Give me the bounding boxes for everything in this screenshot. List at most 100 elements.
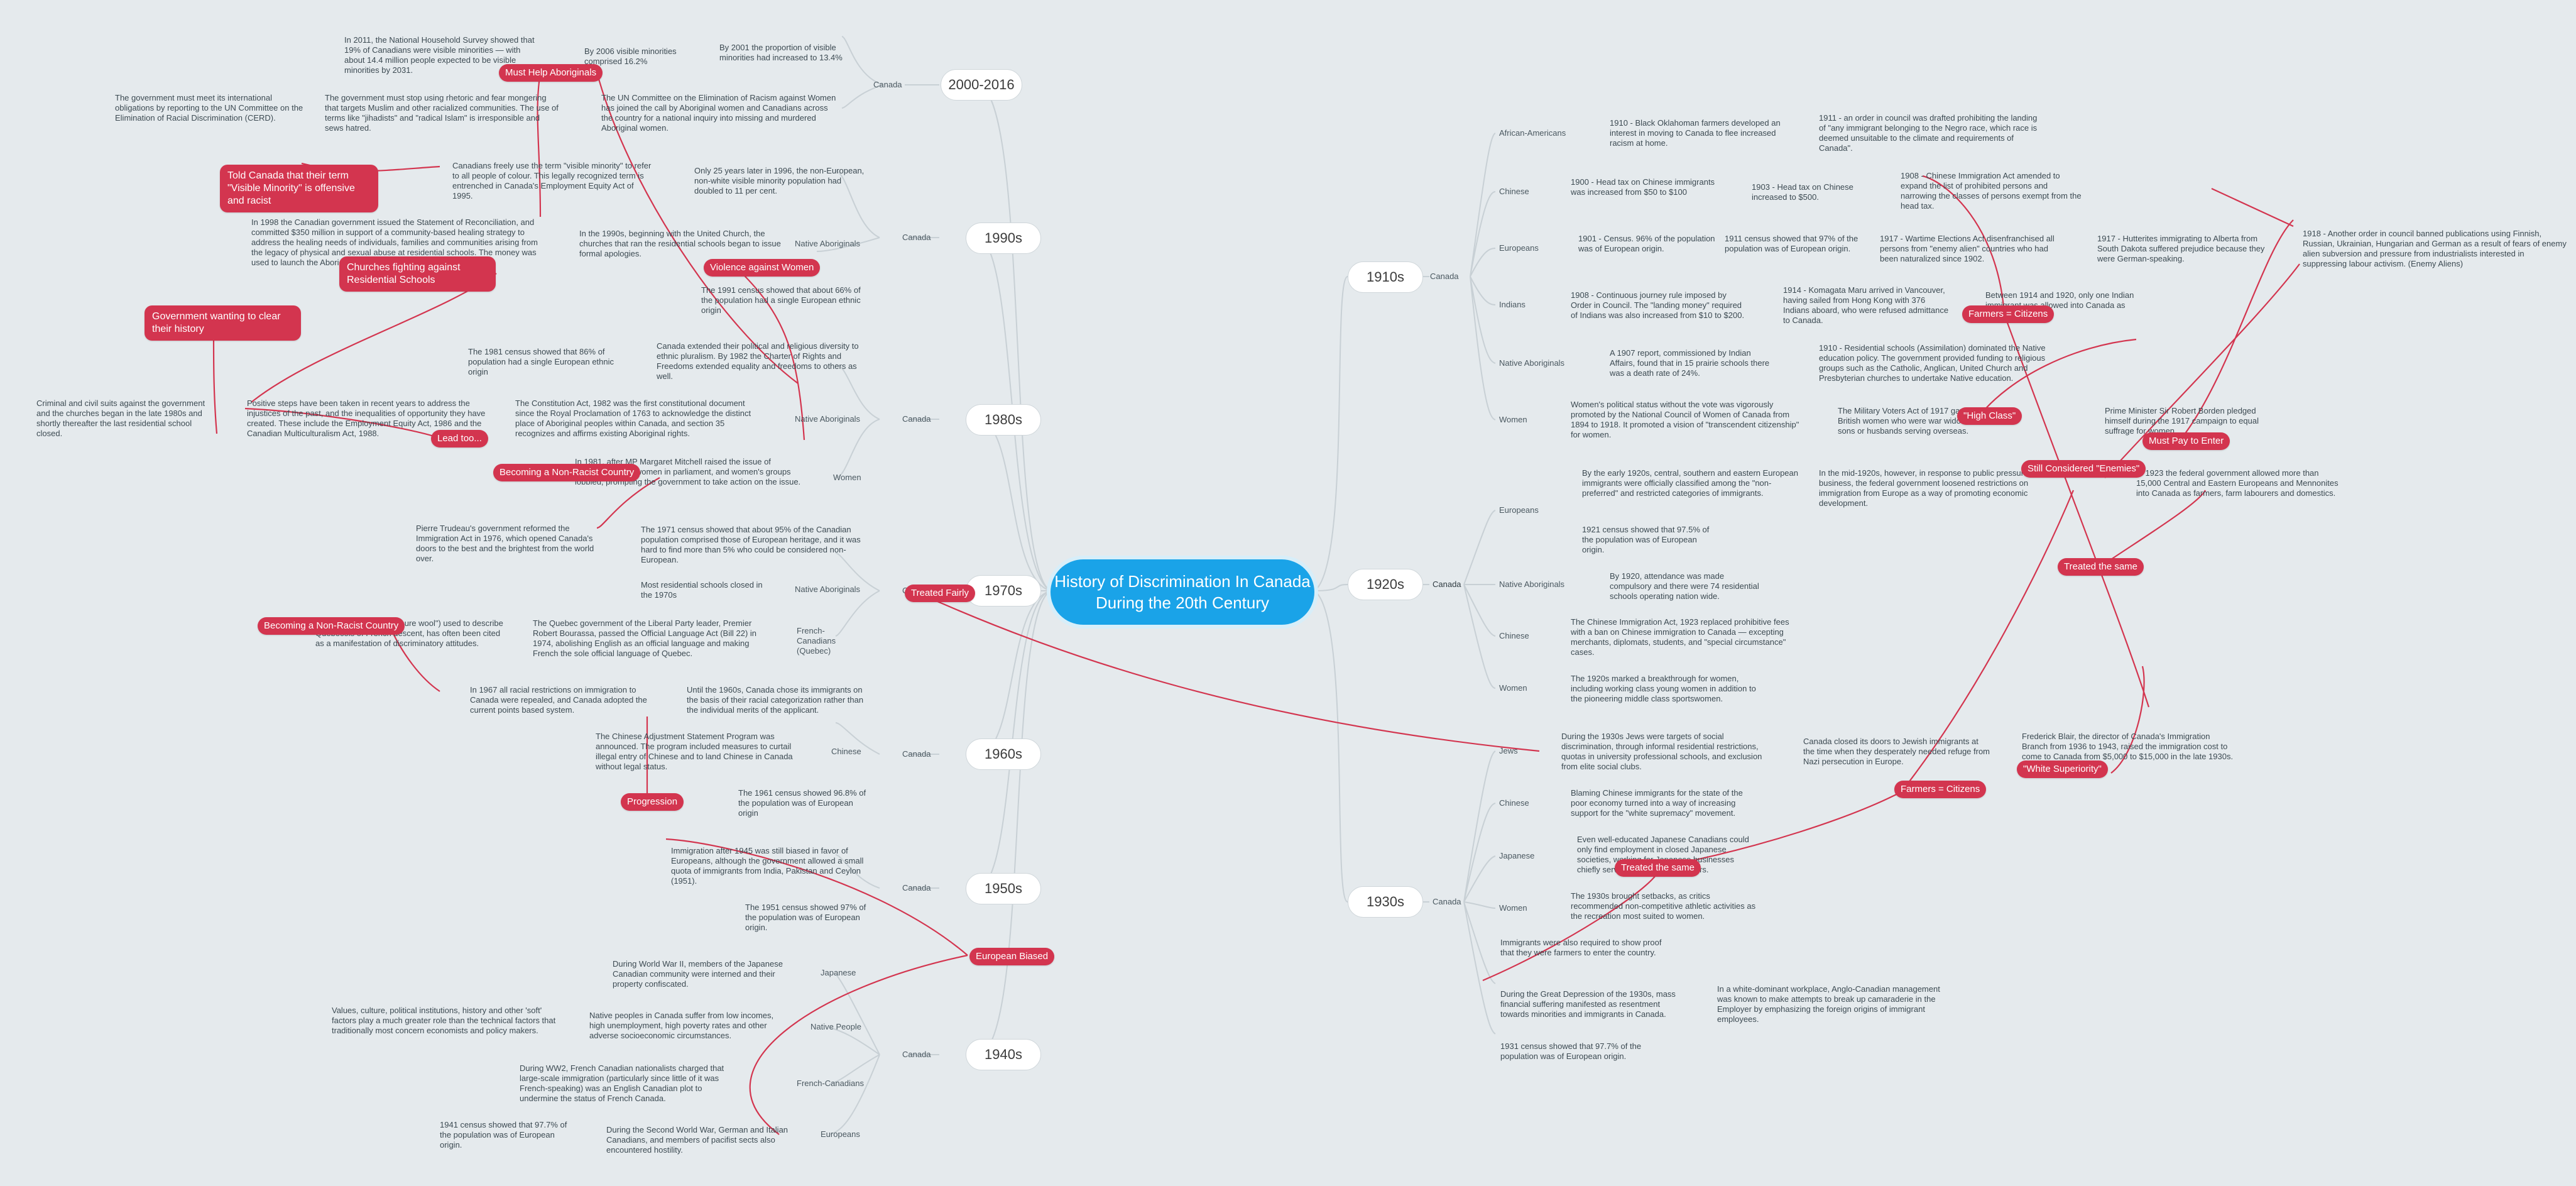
note-blair[interactable]: Frederick Blair, the director of Canada'… (2022, 732, 2234, 761)
note-1901-census[interactable]: 1901 - Census. 96% of the population was… (1578, 234, 1715, 253)
category-japanese[interactable]: Japanese (1499, 851, 1535, 860)
category-french-canadians-quebec[interactable]: French-Canadians (Quebec) (797, 626, 836, 656)
note-1931-census[interactable]: 1931 census showed that 97.7% of the pop… (1500, 1041, 1642, 1061)
relationship-european-biased[interactable]: European Biased (969, 948, 1055, 965)
relationship-white-superiority[interactable]: "White Superiority" (2017, 760, 2108, 778)
decade-1940s[interactable]: 1940s (966, 1039, 1041, 1070)
decade-1950s[interactable]: 1950s (966, 873, 1041, 904)
category-canada[interactable]: Canada (902, 883, 931, 892)
note-chinese-act-1908[interactable]: 1908 - Chinese Immigration Act amended t… (1901, 171, 2082, 211)
relationship-government-clear-history[interactable]: Government wanting to clear their histor… (145, 305, 301, 341)
category-indians[interactable]: Indians (1499, 300, 1525, 309)
note-borden[interactable]: Prime Minister Sir Robert Borden pledged… (2105, 406, 2259, 436)
category-canada[interactable]: Canada (902, 414, 931, 424)
note-1961-census[interactable]: The 1961 census showed 96.8% of the popu… (738, 788, 866, 818)
note-2001[interactable]: By 2001 the proportion of visible minori… (719, 43, 843, 62)
note-1920s-women[interactable]: The 1920s marked a breakthrough for wome… (1571, 674, 1756, 703)
category-women[interactable]: Women (833, 473, 861, 482)
note-japanese-internment[interactable]: During World War II, members of the Japa… (613, 959, 783, 989)
note-1971-census[interactable]: The 1971 census showed that about 95% of… (641, 525, 861, 564)
note-rhetoric[interactable]: The government must stop using rhetoric … (325, 93, 559, 133)
category-chinese[interactable]: Chinese (831, 747, 861, 756)
relationship-treated-the-same-1930s[interactable]: Treated the same (1615, 859, 1701, 877)
note-un-women[interactable]: The UN Committee on the Elimination of R… (601, 93, 836, 133)
category-jews[interactable]: Jews (1499, 746, 1518, 755)
decade-1980s[interactable]: 1980s (966, 404, 1041, 436)
decade-1990s[interactable]: 1990s (966, 222, 1041, 254)
note-1910-schools[interactable]: 1910 - Residential schools (Assimilation… (1819, 343, 2046, 383)
note-positive-steps[interactable]: Positive steps have been taken in recent… (247, 398, 486, 438)
note-farmers-proof[interactable]: Immigrants were also required to show pr… (1500, 938, 1662, 957)
note-1930s-jews[interactable]: During the 1930s Jews were targets of so… (1561, 732, 1762, 771)
category-native-aboriginals[interactable]: Native Aboriginals (1499, 579, 1565, 589)
note-continuous-journey[interactable]: 1908 - Continuous journey rule imposed b… (1571, 290, 1745, 320)
category-canada[interactable]: Canada (873, 80, 902, 89)
category-chinese[interactable]: Chinese (1499, 187, 1529, 196)
note-exclusion-act[interactable]: The Chinese Immigration Act, 1923 replac… (1571, 617, 1789, 657)
category-chinese[interactable]: Chinese (1499, 631, 1529, 640)
decade-1910s[interactable]: 1910s (1348, 261, 1423, 293)
note-soft-factors[interactable]: Values, culture, political institutions,… (332, 1006, 556, 1035)
decade-1930s[interactable]: 1930s (1348, 886, 1423, 918)
category-canada[interactable]: Canada (1433, 897, 1461, 906)
relationship-becoming-non-racist-1970s[interactable]: Becoming a Non-Racist Country (258, 617, 405, 635)
category-canada[interactable]: Canada (902, 1050, 931, 1059)
note-2011-survey[interactable]: In 2011, the National Household Survey s… (344, 35, 535, 75)
relationship-farmers-citizens-1930s[interactable]: Farmers = Citizens (1894, 781, 1987, 798)
note-jewish-refugees[interactable]: Canada closed its doors to Jewish immigr… (1803, 737, 1990, 766)
note-trudeau[interactable]: Pierre Trudeau's government reformed the… (416, 524, 594, 563)
note-schools-closed[interactable]: Most residential schools closed in the 1… (641, 580, 763, 600)
note-1921-census[interactable]: 1921 census showed that 97.5% of the pop… (1582, 525, 1710, 554)
note-blaming-chinese[interactable]: Blaming Chinese immigrants for the state… (1571, 788, 1743, 818)
category-canada[interactable]: Canada (902, 233, 931, 242)
note-1941-census[interactable]: 1941 census showed that 97.7% of the pop… (440, 1120, 567, 1150)
note-visible-minority-term[interactable]: Canadians freely use the term "visible m… (452, 161, 652, 200)
note-united-church[interactable]: In the 1990s, beginning with the United … (579, 229, 781, 258)
note-bill-22[interactable]: The Quebec government of the Liberal Par… (533, 618, 757, 658)
note-1945-immigration[interactable]: Immigration after 1945 was still biased … (671, 846, 864, 886)
note-1981-census[interactable]: The 1981 census showed that 86% of popul… (468, 347, 614, 376)
category-native-people[interactable]: Native People (810, 1022, 861, 1031)
note-un-reporting[interactable]: The government must meet its internation… (115, 93, 303, 123)
note-1923-mennonites[interactable]: In 1923 the federal government allowed m… (2136, 468, 2339, 498)
note-ww2-germans[interactable]: During the Second World War, German and … (606, 1125, 789, 1155)
note-1967[interactable]: In 1967 all racial restrictions on immig… (470, 685, 647, 715)
relationship-treated-the-same-1920s[interactable]: Treated the same (2058, 558, 2144, 576)
note-head-tax-1900[interactable]: 1900 - Head tax on Chinese immigrants wa… (1571, 177, 1715, 197)
category-europeans[interactable]: Europeans (1499, 505, 1539, 515)
note-1991-census[interactable]: The 1991 census showed that about 66% of… (701, 285, 861, 315)
relationship-churches-fighting[interactable]: Churches fighting against Residential Sc… (339, 256, 496, 292)
note-wartime-elections-act[interactable]: 1917 - Wartime Elections Act disenfranch… (1880, 234, 2055, 263)
note-1996[interactable]: Only 25 years later in 1996, the non-Eur… (694, 166, 865, 195)
note-1920-attendance[interactable]: By 1920, attendance was made compulsory … (1610, 571, 1759, 601)
category-canada[interactable]: Canada (1433, 579, 1461, 589)
decade-1970s[interactable]: 1970s (966, 575, 1041, 607)
relationship-violence-against-women[interactable]: Violence against Women (704, 259, 821, 277)
category-europeans[interactable]: Europeans (821, 1129, 860, 1139)
note-head-tax-1903[interactable]: 1903 - Head tax on Chinese increased to … (1752, 182, 1853, 202)
note-1951-census[interactable]: The 1951 census showed 97% of the popula… (745, 903, 866, 932)
note-komagata-maru[interactable]: 1914 - Komagata Maru arrived in Vancouve… (1783, 285, 1949, 325)
relationship-farmers-citizens-1910s[interactable]: Farmers = Citizens (1962, 305, 2055, 323)
note-oklahoma[interactable]: 1910 - Black Oklahoman farmers developed… (1610, 118, 1781, 148)
decade-2000-2016[interactable]: 2000-2016 (941, 69, 1022, 101)
note-early-1920s[interactable]: By the early 1920s, central, southern an… (1582, 468, 1798, 498)
relationship-told-canada[interactable]: Told Canada that their term "Visible Min… (220, 165, 378, 212)
category-women[interactable]: Women (1499, 415, 1527, 424)
category-women[interactable]: Women (1499, 683, 1527, 693)
note-hutterites[interactable]: 1917 - Hutterites immigrating to Alberta… (2097, 234, 2265, 263)
relationship-progression[interactable]: Progression (621, 793, 684, 811)
note-1911-order[interactable]: 1911 - an order in council was drafted p… (1819, 113, 2038, 153)
note-1960s-merit[interactable]: Until the 1960s, Canada chose its immigr… (687, 685, 864, 715)
category-europeans[interactable]: Europeans (1499, 243, 1539, 253)
note-2006[interactable]: By 2006 visible minorities comprised 16.… (584, 47, 677, 66)
note-1930s-women[interactable]: The 1930s brought setbacks, as critics r… (1571, 891, 1756, 921)
relationship-treated-fairly[interactable]: Treated Fairly (905, 585, 975, 602)
note-mid-1920s[interactable]: In the mid-1920s, however, in response t… (1819, 468, 2047, 508)
note-civil-suits[interactable]: Criminal and civil suits against the gov… (36, 398, 205, 438)
decade-1920s[interactable]: 1920s (1348, 569, 1423, 600)
category-french-canadians[interactable]: French-Canadians (797, 1079, 864, 1088)
note-women-vote[interactable]: Women's political status without the vot… (1571, 400, 1799, 439)
category-native-aboriginals[interactable]: Native Aboriginals (795, 585, 861, 594)
note-depression[interactable]: During the Great Depression of the 1930s… (1500, 989, 1676, 1019)
